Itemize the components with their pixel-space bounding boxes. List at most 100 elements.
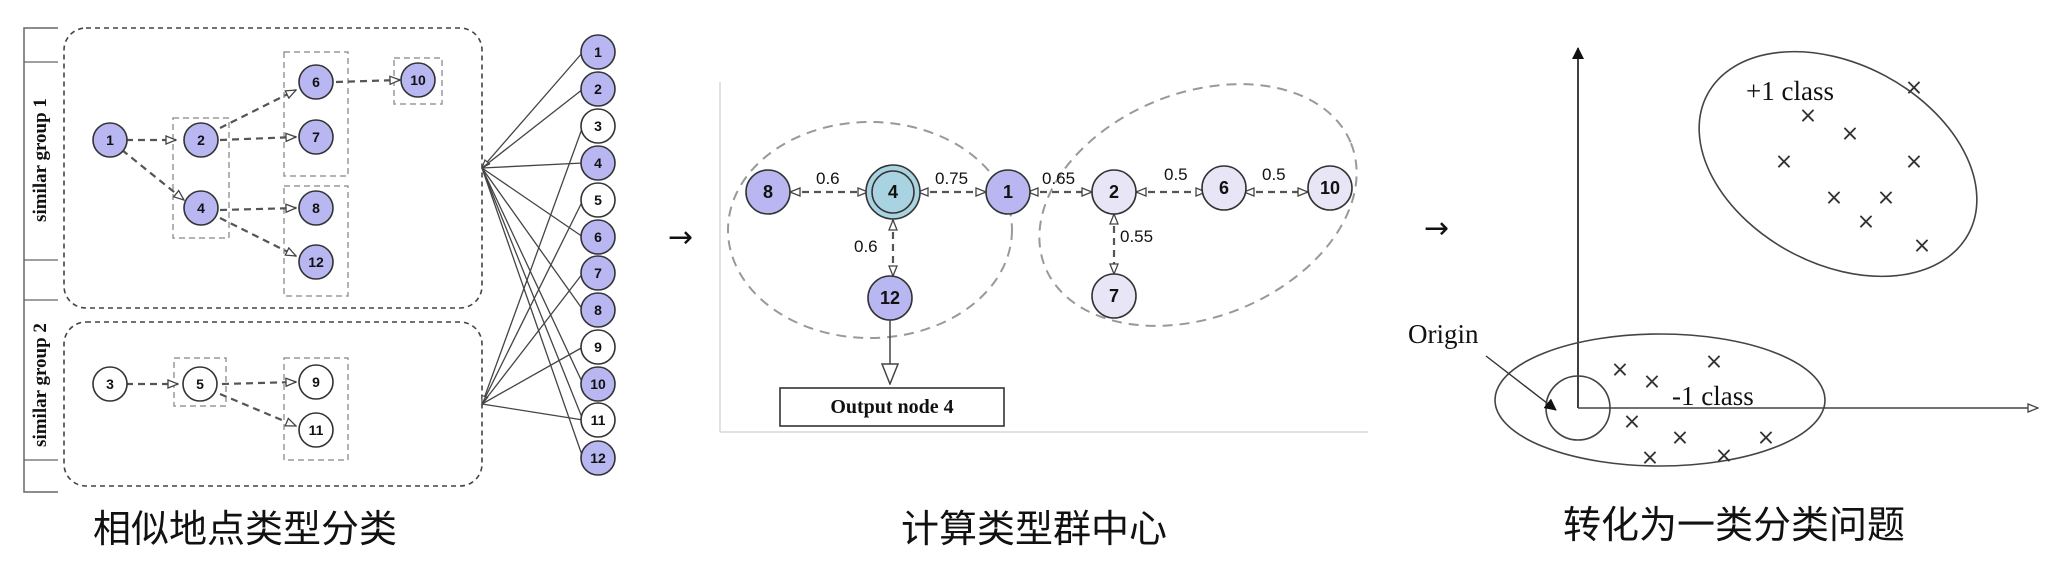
node-12 [298, 244, 334, 280]
cluster-ellipse-right [1038, 83, 1358, 327]
p2-node-1 [985, 169, 1031, 215]
svg-text:10: 10 [590, 376, 606, 392]
svg-text:8: 8 [312, 200, 320, 216]
svg-text:×: × [1857, 210, 1875, 235]
svg-text:×: × [1841, 122, 1859, 147]
node-4 [183, 190, 219, 226]
svg-text:10: 10 [410, 72, 426, 88]
node-8 [298, 190, 334, 226]
node-10 [400, 62, 436, 98]
svg-text:9: 9 [312, 374, 320, 390]
caption-panel1: 相似地点类型分类 [93, 507, 397, 551]
node-2 [183, 122, 219, 158]
svg-text:11: 11 [591, 412, 606, 428]
inner-box-8-12 [283, 185, 349, 297]
inner-box-9-11 [283, 357, 349, 461]
node-7 [298, 119, 334, 155]
panel-one-class-classification: +1 class -1 class Origin × × × × × × × ×… [1408, 47, 2038, 547]
node-6 [298, 64, 334, 100]
caption-panel2: 计算类型群中心 [901, 507, 1167, 551]
bracket-cap-top [24, 61, 58, 461]
col-node-4 [580, 145, 616, 181]
p2-node-4 [871, 170, 915, 214]
svg-text:4: 4 [197, 200, 205, 216]
p2-node-6 [1201, 165, 1247, 211]
group2-label: similar group 2 [30, 323, 51, 447]
svg-text:12: 12 [880, 288, 900, 308]
svg-text:×: × [1775, 150, 1793, 175]
svg-text:12: 12 [590, 450, 606, 466]
svg-text:3: 3 [106, 376, 114, 392]
svg-text:0.6: 0.6 [854, 237, 878, 256]
node-5 [182, 366, 218, 402]
p2-node-7 [1091, 273, 1137, 319]
svg-text:2: 2 [594, 81, 602, 97]
svg-text:1: 1 [1003, 182, 1013, 202]
svg-text:10: 10 [1320, 178, 1340, 198]
svg-text:4: 4 [594, 155, 602, 171]
svg-text:12: 12 [308, 254, 324, 270]
neg-class-label: -1 class [1672, 381, 1754, 411]
svg-text:×: × [1705, 350, 1723, 375]
output-label: Output node 4 [830, 396, 953, 418]
cluster-ellipse-left [727, 121, 1013, 339]
svg-text:×: × [1825, 186, 1843, 211]
col-node-3 [580, 108, 616, 144]
svg-text:0.75: 0.75 [935, 169, 968, 188]
inner-box-2-4 [172, 117, 230, 239]
right-column-nodes: 1 2 3 4 5 6 7 8 9 10 11 12 [580, 34, 616, 476]
svg-text:0.6: 0.6 [816, 169, 840, 188]
output-box [779, 387, 1005, 427]
svg-text:×: × [1643, 370, 1661, 395]
node-9 [298, 364, 334, 400]
col-node-12 [580, 440, 616, 476]
svg-text:0.55: 0.55 [1120, 227, 1153, 246]
col-node-11 [580, 402, 616, 438]
group2-box [63, 321, 483, 487]
group1-label: similar group 1 [30, 98, 51, 222]
svg-text:7: 7 [594, 265, 602, 281]
svg-text:×: × [1913, 234, 1931, 259]
caption-panel3: 转化为一类分类问题 [1563, 503, 1905, 547]
node-1 [92, 122, 128, 158]
svg-text:7: 7 [1109, 286, 1119, 306]
col-node-1 [580, 34, 616, 70]
col-node-9 [580, 329, 616, 365]
panel-center-computation: 0.6 0.75 0.65 0.5 0.5 0.55 0.6 8 4 1 2 6… [719, 82, 1368, 551]
arrow-2: → [1424, 211, 1449, 246]
svg-text:7: 7 [312, 129, 320, 145]
svg-text:4: 4 [888, 182, 898, 202]
svg-text:0.65: 0.65 [1042, 169, 1075, 188]
col-node-8 [580, 292, 616, 328]
svg-text:5: 5 [594, 192, 602, 208]
svg-text:×: × [1623, 410, 1641, 435]
svg-text:1: 1 [106, 132, 114, 148]
svg-text:1: 1 [594, 44, 602, 60]
p2-node-2 [1091, 169, 1137, 215]
cluster-links [482, 51, 584, 459]
origin-label: Origin [1408, 319, 1479, 349]
col-node-10 [580, 366, 616, 402]
svg-text:0.5: 0.5 [1262, 165, 1286, 184]
svg-text:5: 5 [196, 376, 204, 392]
svg-text:6: 6 [594, 229, 602, 245]
node-11 [298, 412, 334, 448]
col-node-2 [580, 71, 616, 107]
inner-box-6-7 [283, 51, 349, 177]
svg-text:×: × [1671, 426, 1689, 451]
svg-text:8: 8 [594, 302, 602, 318]
svg-text:×: × [1905, 150, 1923, 175]
svg-text:×: × [1715, 444, 1733, 469]
svg-text:11: 11 [309, 422, 324, 438]
svg-text:3: 3 [594, 118, 602, 134]
origin-pointer [1485, 355, 1557, 411]
svg-text:×: × [1905, 76, 1923, 101]
p2-node-10 [1307, 165, 1353, 211]
col-node-5 [580, 182, 616, 218]
svg-text:6: 6 [312, 74, 320, 90]
neg-class-ellipse [1494, 333, 1826, 467]
pos-class-ellipse [1698, 50, 1978, 278]
svg-text:6: 6 [1219, 178, 1229, 198]
svg-text:2: 2 [197, 132, 205, 148]
